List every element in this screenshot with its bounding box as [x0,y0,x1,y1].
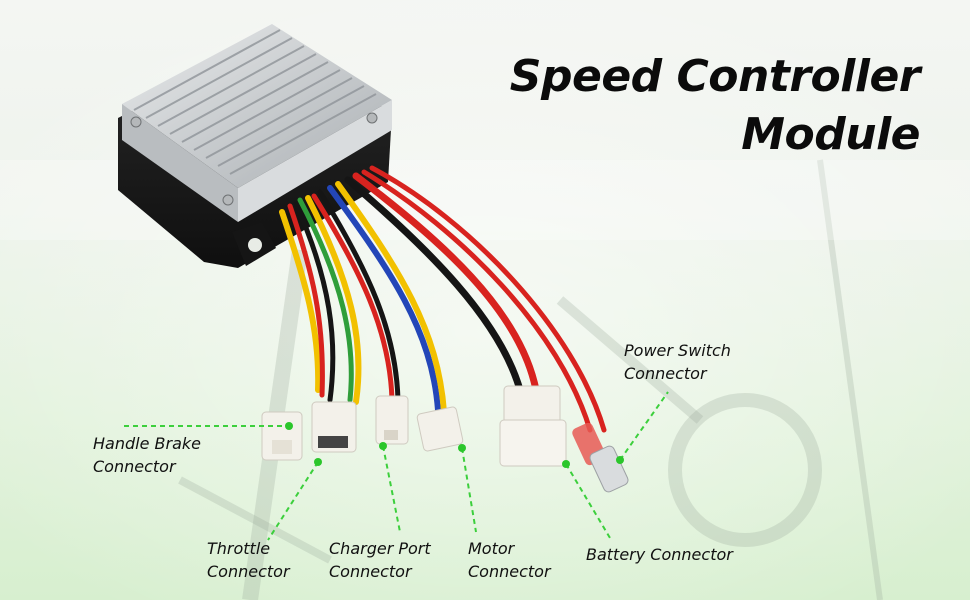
handle-brake-label: Handle Brake Connector [93,432,201,478]
motor-connector-plug [416,406,464,452]
battery-label-line-1: Battery Connector [586,545,733,564]
wire-harness [279,165,607,433]
throttle-connector-plug [311,401,357,453]
charger-port-label-line-2: Connector [329,562,412,581]
power-switch-label: Power Switch Connector [624,339,731,385]
throttle-label-line-1: Throttle [207,539,271,558]
battery-label: Battery Connector [586,543,733,566]
charger-port-label: Charger Port Connector [329,537,431,583]
handle-brake-connector-plug [261,411,303,461]
title-line-2: Module [741,109,920,160]
motor-label: Motor Connector [468,537,551,583]
power-switch-marker [616,456,624,464]
power-switch-connector-terminals [572,422,629,493]
title-line-1: Speed Controller [509,51,921,102]
charger-port-connector-plug [375,395,409,445]
handle-brake-label-line-1: Handle Brake [93,434,201,453]
power-switch-label-line-2: Connector [624,364,707,383]
handle-brake-marker [285,422,293,430]
motor-label-line-1: Motor [468,539,515,558]
leader-lines [124,391,669,541]
motor-marker [458,444,466,452]
throttle-marker [314,458,322,466]
connectors [261,385,629,493]
motor-label-line-2: Connector [468,562,551,581]
battery-connector-plug [499,385,567,467]
battery-marker [562,460,570,468]
throttle-label-line-2: Connector [207,562,290,581]
throttle-label: Throttle Connector [207,537,290,583]
power-switch-label-line-1: Power Switch [624,341,731,360]
handle-brake-label-line-2: Connector [93,457,176,476]
page-title: Speed Controller Module [509,48,921,164]
charger-port-label-line-1: Charger Port [329,539,431,558]
charger-port-marker [379,442,387,450]
controller-housing [118,24,392,268]
